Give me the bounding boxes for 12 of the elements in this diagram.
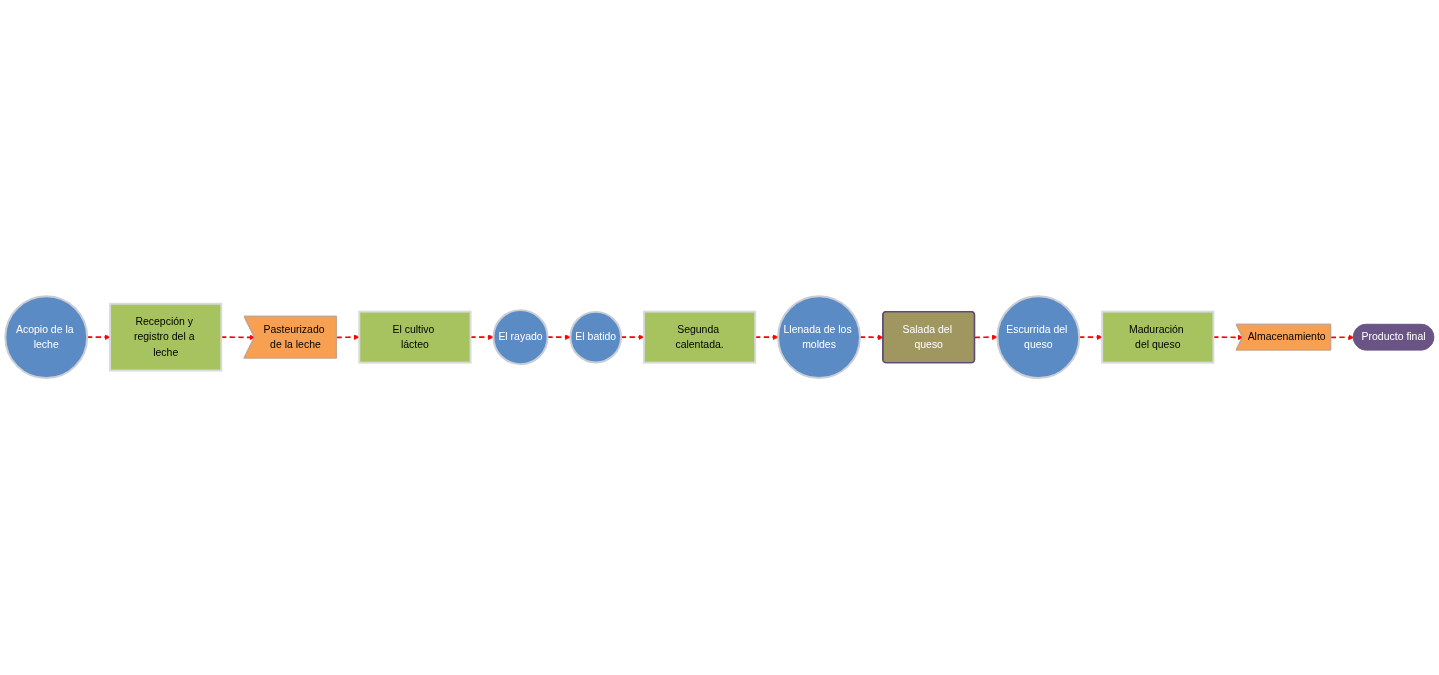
arrow bbox=[974, 334, 998, 341]
arrow bbox=[1330, 334, 1355, 341]
node-circle: Acopio de la leche bbox=[4, 295, 89, 380]
node-box: El cultivo lácteo bbox=[358, 310, 472, 364]
node-circle: Llenada de los moldes bbox=[777, 295, 861, 380]
node-circle: El batido bbox=[569, 311, 622, 364]
node-circle: Escurrida del queso bbox=[996, 295, 1081, 380]
arrow bbox=[335, 334, 360, 341]
node-box: Segunda calentada. bbox=[642, 310, 757, 364]
node-box: Recepción y registro del a leche bbox=[109, 303, 223, 372]
node-box: Maduración del queso bbox=[1101, 310, 1215, 364]
node-circle: El rayado bbox=[492, 309, 549, 366]
